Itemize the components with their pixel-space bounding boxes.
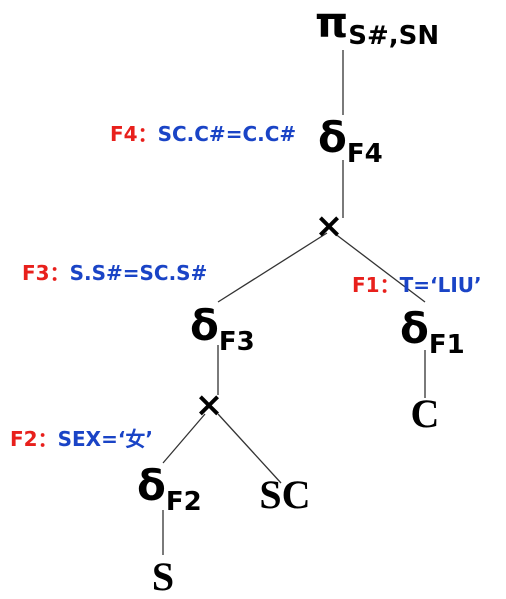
- node-product-top: ×: [315, 206, 344, 246]
- selection-symbol: δ: [190, 301, 219, 350]
- selection-condition-ref: F1: [429, 330, 465, 360]
- edge-product-bottom-to-relation-sc: [217, 413, 282, 484]
- node-relation-sc: SC: [259, 472, 310, 517]
- node-relation-s: S: [152, 554, 174, 599]
- node-select-f3: δF3: [190, 301, 255, 357]
- condition-expression: T=‘LIU’: [400, 273, 482, 297]
- node-select-f2: δF2: [137, 461, 202, 517]
- projection-attributes: S#,SN: [348, 21, 439, 51]
- selection-symbol: δ: [318, 113, 347, 162]
- node-select-f4: δF4: [318, 113, 383, 169]
- condition-name: F2：: [10, 427, 58, 451]
- selection-condition-ref: F4: [347, 139, 383, 169]
- condition-name: F4：: [110, 122, 158, 146]
- node-select-f1: δF1: [400, 304, 465, 360]
- selection-condition-ref: F2: [166, 487, 202, 517]
- condition-label-f1: F1：T=‘LIU’: [352, 273, 482, 297]
- projection-symbol: π: [315, 0, 348, 47]
- selection-symbol: δ: [137, 461, 166, 510]
- selection-condition-ref: F3: [219, 327, 255, 357]
- condition-name: F1：: [352, 273, 400, 297]
- node-product-bottom: ×: [195, 385, 224, 425]
- edge-product-top-to-select-f3: [217, 232, 328, 303]
- condition-label-f3: F3：S.S#=SC.S#: [22, 261, 207, 285]
- condition-label-f2: F2：SEX=‘女’: [10, 427, 153, 451]
- tree-edges: [162, 50, 426, 555]
- condition-label-f4: F4：SC.C#=C.C#: [110, 122, 296, 146]
- node-relation-c: C: [411, 391, 440, 436]
- selection-symbol: δ: [400, 304, 429, 353]
- node-project: πS#,SN: [315, 0, 439, 51]
- condition-expression: SEX=‘女’: [58, 427, 153, 451]
- edge-product-bottom-to-select-f2: [162, 413, 206, 464]
- condition-name: F3：: [22, 261, 70, 285]
- condition-expression: SC.C#=C.C#: [158, 122, 297, 146]
- condition-expression: S.S#=SC.S#: [70, 261, 208, 285]
- edge-product-top-to-select-f1: [333, 232, 426, 303]
